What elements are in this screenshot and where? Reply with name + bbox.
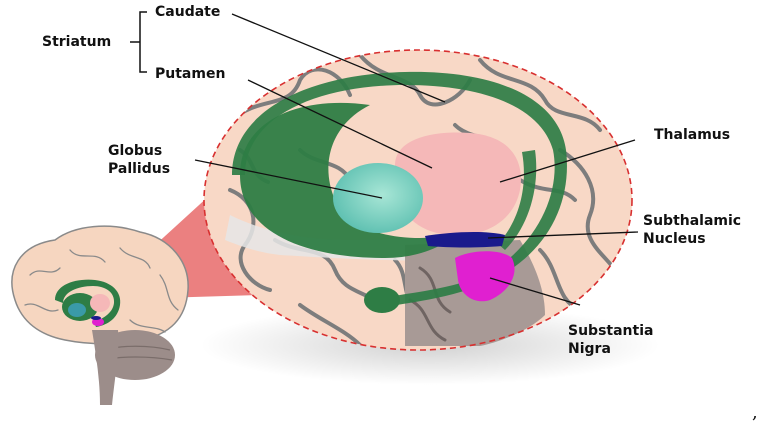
small-subthalamic [91,316,101,320]
leader-caudate [231,13,446,103]
label-subthalamic-nucleus: Subthalamic Nucleus [643,213,742,247]
small-thalamus [90,294,110,312]
label-putamen: Putamen [155,66,226,82]
small-brain [11,225,189,405]
caudate-tail-bulb [364,287,400,313]
substantia-nigra [455,251,515,302]
zoomed-view [204,50,632,350]
label-substantia-nigra: Substantia Nigra [568,323,654,357]
striatum-bracket [130,11,147,73]
leader-thalamus [499,139,636,183]
striatum [232,71,567,313]
subthalamic-nucleus [425,232,505,248]
zoom-outline [203,49,633,351]
trailing-comma: , [752,402,758,423]
label-globus-pallidus: Globus Pallidus [108,143,171,177]
label-thalamus: Thalamus [654,127,731,143]
leader-globus-pallidus [194,159,383,199]
leader-substantia-nigra [489,277,581,306]
leader-putamen [247,79,433,169]
putamen-body [240,102,465,258]
label-striatum: Striatum [42,34,112,50]
globus-pallidus [333,163,423,233]
caudate-overlay [498,150,537,250]
leader-lines [194,13,639,306]
label-caudate: Caudate [155,4,221,20]
small-substantia-nigra [92,318,104,326]
leader-subthalamic [487,231,639,239]
small-globus-pallidus [68,303,86,317]
small-brain-stem [92,330,119,405]
thalamus [395,132,521,236]
